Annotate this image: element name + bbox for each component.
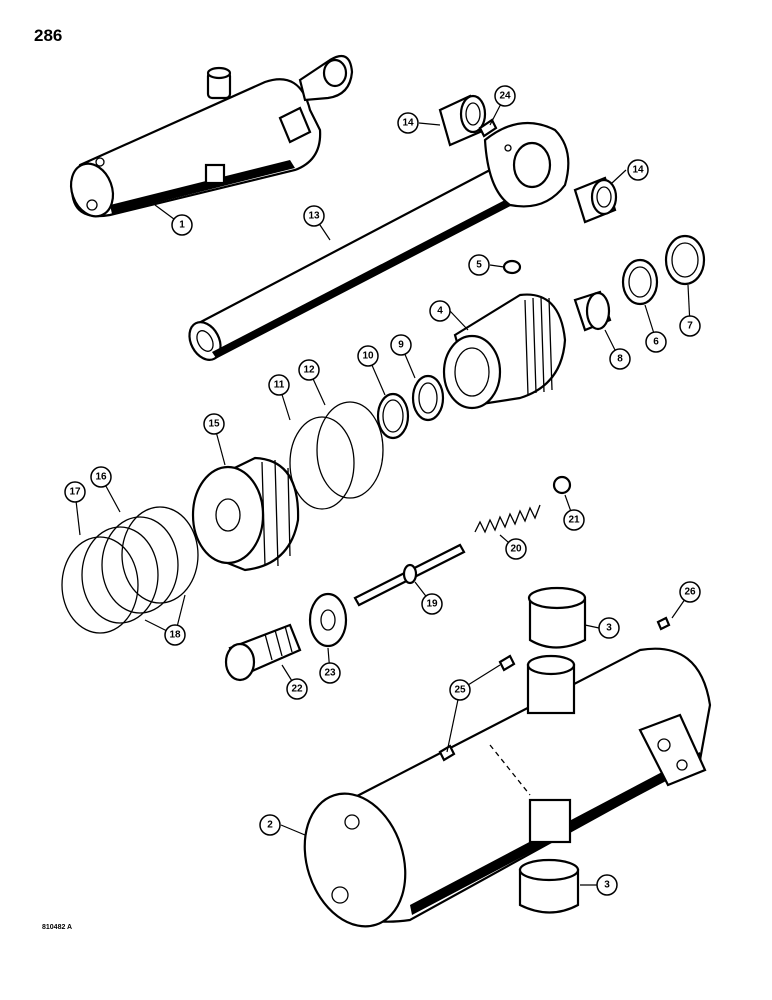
check-valve-pin [353, 543, 466, 607]
svg-text:14: 14 [402, 118, 414, 129]
callout-7: 7 [679, 315, 701, 337]
page-number: 286 [34, 26, 63, 45]
callout-13: 13 [303, 205, 325, 227]
barrel-bushing-lower [518, 858, 580, 914]
check-ball [552, 475, 572, 495]
piston-seal [81, 526, 159, 624]
callout-12: 12 [298, 359, 320, 381]
svg-text:3: 3 [606, 623, 612, 634]
callout-3-lower: 3 [596, 874, 618, 896]
svg-text:3: 3 [604, 880, 610, 891]
wiper-ring [664, 234, 706, 286]
svg-text:1: 1 [179, 220, 185, 231]
piston-wear-ring [61, 536, 139, 634]
callout-16: 16 [90, 466, 112, 488]
svg-text:21: 21 [568, 515, 580, 526]
callout-6: 6 [645, 331, 667, 353]
washer [308, 592, 348, 648]
svg-text:16: 16 [95, 472, 107, 483]
callout-23: 23 [319, 662, 341, 684]
svg-text:25: 25 [454, 685, 466, 696]
svg-text:14: 14 [632, 165, 644, 176]
callout-10: 10 [357, 345, 379, 367]
cylinder-assembly [69, 54, 354, 218]
svg-text:20: 20 [510, 544, 522, 555]
svg-text:2: 2 [267, 820, 273, 831]
callout-3-upper: 3 [598, 617, 620, 639]
callout-19: 19 [421, 593, 443, 615]
grease-fitting-barrel-2 [438, 744, 456, 762]
svg-text:18: 18 [169, 630, 181, 641]
rod-bushing [573, 290, 612, 332]
grease-fitting-barrel-1 [498, 654, 516, 672]
svg-text:17: 17 [69, 487, 81, 498]
spring [474, 504, 541, 534]
callout-25: 25 [449, 679, 471, 701]
callout-21: 21 [563, 509, 585, 531]
bushing-lower [573, 176, 618, 224]
callout-22: 22 [286, 678, 308, 700]
svg-text:10: 10 [362, 351, 374, 362]
svg-text:9: 9 [398, 340, 404, 351]
svg-text:26: 26 [684, 587, 696, 598]
callout-26: 26 [679, 581, 701, 603]
plug [502, 259, 522, 275]
svg-text:6: 6 [653, 337, 659, 348]
cylinder-barrel [303, 647, 712, 928]
backup-ring [621, 258, 659, 306]
svg-text:22: 22 [291, 684, 303, 695]
figure-code: 810482 A [42, 924, 73, 931]
callout-18: 18 [164, 624, 186, 646]
piston-rod [188, 121, 570, 361]
piston-ring-1 [121, 506, 199, 604]
backup-ring-large [316, 401, 384, 499]
piston [191, 456, 300, 572]
svg-text:23: 23 [324, 668, 336, 679]
svg-text:5: 5 [476, 260, 482, 271]
svg-text:7: 7 [687, 321, 693, 332]
gland-head [442, 293, 567, 410]
callout-17: 17 [64, 481, 86, 503]
svg-text:24: 24 [499, 91, 511, 102]
callout-1: 1 [171, 214, 193, 236]
svg-text:13: 13 [308, 211, 320, 222]
barrel-bushing-upper [527, 586, 587, 649]
svg-text:19: 19 [426, 599, 438, 610]
callout-8: 8 [609, 348, 631, 370]
o-ring-large [289, 416, 355, 510]
piston-ring-2 [101, 516, 179, 614]
plug-fitting [224, 623, 302, 682]
bushing-upper [438, 94, 487, 147]
rod-seal [411, 374, 445, 422]
svg-text:4: 4 [437, 306, 443, 317]
wear-ring [376, 392, 410, 440]
svg-text:12: 12 [303, 365, 315, 376]
callout-15: 15 [203, 413, 225, 435]
svg-text:15: 15 [208, 419, 220, 430]
callout-5: 5 [468, 254, 490, 276]
grease-fitting-rod [478, 118, 498, 138]
callout-11: 11 [268, 374, 290, 396]
callout-9: 9 [390, 334, 412, 356]
callout-24: 24 [494, 85, 516, 107]
callout-2: 2 [259, 814, 281, 836]
svg-text:8: 8 [617, 354, 623, 365]
grease-fitting-barrel-3 [656, 616, 671, 631]
callout-20: 20 [505, 538, 527, 560]
callout-4: 4 [429, 300, 451, 322]
svg-text:11: 11 [274, 380, 285, 391]
callout-14-lower: 14 [627, 159, 649, 181]
callout-14-upper: 14 [397, 112, 419, 134]
